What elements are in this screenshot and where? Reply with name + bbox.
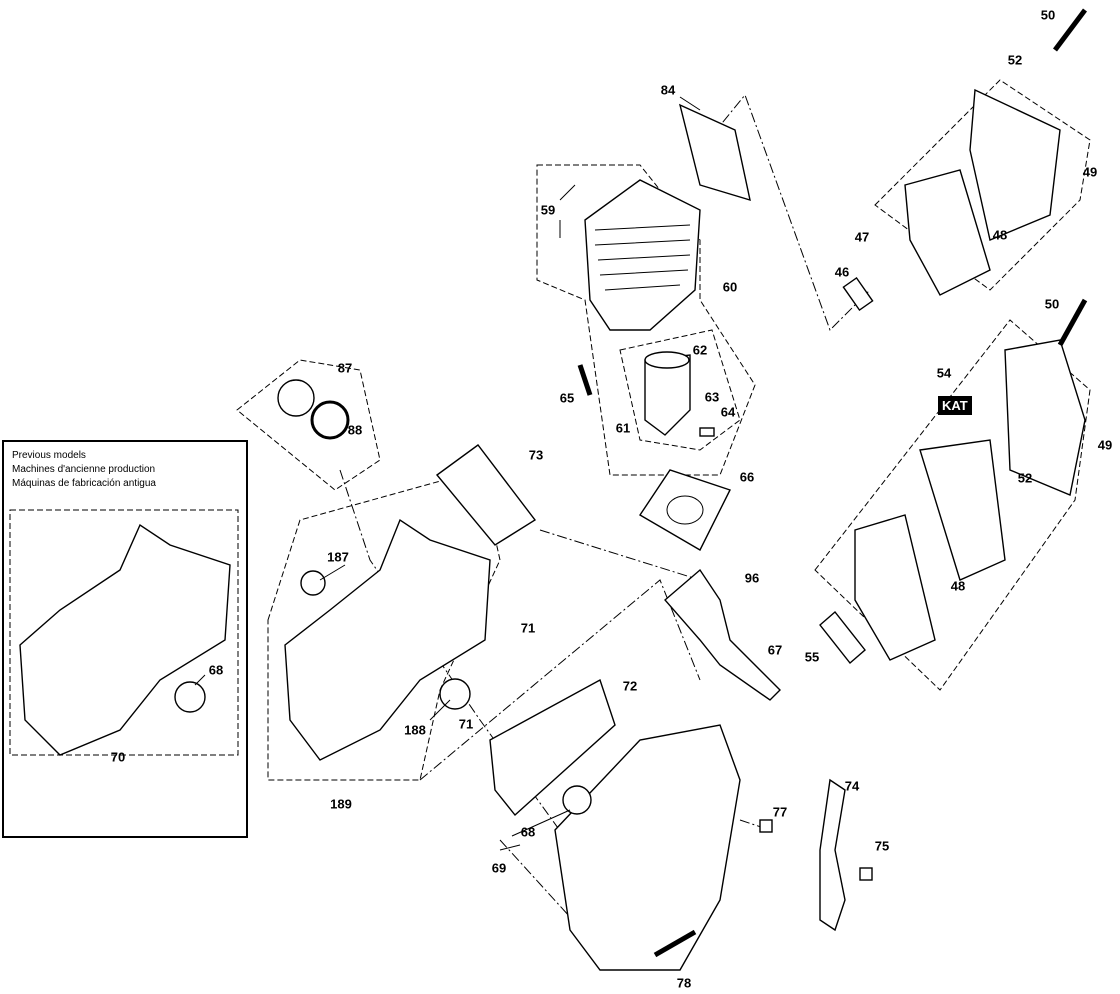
- part-label: 48: [992, 227, 1008, 243]
- part-label: 71: [520, 620, 536, 636]
- cylinder-gasket-part: [639, 469, 731, 551]
- part-label: 96: [744, 570, 760, 586]
- seal-part: [300, 570, 326, 596]
- part-label: 62: [692, 342, 708, 358]
- part-label: 187: [327, 549, 349, 565]
- part-label: 75: [874, 838, 890, 854]
- muffler-cover-part: [969, 88, 1061, 241]
- chain-catcher-part: [819, 778, 846, 932]
- catalytic-converter-badge: KAT: [938, 396, 972, 415]
- part-label: 65: [559, 390, 575, 406]
- part-label: 66: [739, 469, 755, 485]
- part-label: 50: [1040, 7, 1056, 23]
- part-label: 77: [772, 804, 788, 820]
- assembly-line: [419, 579, 701, 781]
- part-label: 61: [615, 420, 631, 436]
- inset-caption-en: Previous models: [12, 450, 86, 461]
- crankcase-part: [284, 518, 491, 761]
- gasket-55-part: [819, 610, 866, 665]
- part-label: 52: [1017, 470, 1033, 486]
- screw-part: [1057, 298, 1088, 347]
- stud-part: [577, 364, 593, 396]
- part-label: 87: [337, 360, 353, 376]
- part-label: 74: [844, 778, 860, 794]
- muffler-body-part: [904, 169, 991, 296]
- cat-muffler-group-outline: [814, 319, 1091, 691]
- inset-crankcase-part: [19, 523, 231, 756]
- inset-caption-es: Máquinas de fabricación antigua: [12, 478, 156, 489]
- part-label: 60: [722, 279, 738, 295]
- part-label: 68: [520, 824, 536, 840]
- previous-models-inset: Previous models Machines d'ancienne prod…: [2, 440, 248, 838]
- bearing-part: [562, 785, 592, 815]
- part-label: 48: [950, 578, 966, 594]
- screw-part: [859, 867, 873, 881]
- part-label: 46: [834, 264, 850, 280]
- screw-part: [759, 819, 773, 833]
- part-label: 189: [330, 796, 352, 812]
- part-label: 71: [458, 716, 474, 732]
- cat-muffler-body-part: [919, 439, 1006, 581]
- part-label: 84: [660, 82, 676, 98]
- part-label: 78: [676, 975, 692, 991]
- leader-lines: [194, 96, 701, 851]
- screw-part: [1053, 8, 1087, 52]
- inset-caption-fr: Machines d'ancienne production: [12, 464, 156, 475]
- cylinder-group-outline: [536, 164, 756, 476]
- part-label: 69: [491, 860, 507, 876]
- part-label: 59: [540, 202, 556, 218]
- cat-muffler-base-part: [854, 514, 936, 661]
- clutch-group-outline: [236, 359, 381, 491]
- assembly-line: [339, 469, 611, 901]
- part-label: 52: [1007, 52, 1023, 68]
- part-label: 188: [404, 722, 426, 738]
- part-label: 49: [1082, 164, 1098, 180]
- heat-shield-part: [678, 103, 751, 202]
- part-label: 67: [767, 642, 783, 658]
- part-label: 88: [347, 422, 363, 438]
- clutch-drum-part: [277, 379, 315, 417]
- crankcase-gasket-part: [489, 678, 616, 817]
- bearing-part: [174, 681, 206, 713]
- crankcase-half-part: [554, 724, 741, 971]
- piston-ring-part: [644, 351, 690, 369]
- assembly-line: [539, 529, 701, 581]
- piston-pin-part: [699, 427, 715, 437]
- cat-muffler-cover-part: [1004, 339, 1086, 496]
- screw-part: [653, 929, 697, 958]
- part-label: 63: [704, 389, 720, 405]
- part-label: 50: [1044, 296, 1060, 312]
- bearing-part: [439, 678, 471, 710]
- assembly-line: [699, 94, 871, 331]
- part-label: 72: [622, 678, 638, 694]
- cylinder-part: [584, 179, 701, 331]
- spacer-part: [842, 276, 874, 312]
- snap-ring-part: [310, 400, 350, 440]
- part-label: 73: [528, 447, 544, 463]
- part-label: 54: [936, 365, 952, 381]
- air-baffle-part: [435, 444, 537, 546]
- part-label: 70: [110, 749, 126, 765]
- part-label: 64: [720, 404, 736, 420]
- part-label: 49: [1097, 437, 1113, 453]
- part-label: 47: [854, 229, 870, 245]
- part-label: 55: [804, 649, 820, 665]
- inset-crankcase-outline: [9, 509, 239, 756]
- part-label: 68: [208, 662, 224, 678]
- crankshaft-part: [664, 568, 781, 701]
